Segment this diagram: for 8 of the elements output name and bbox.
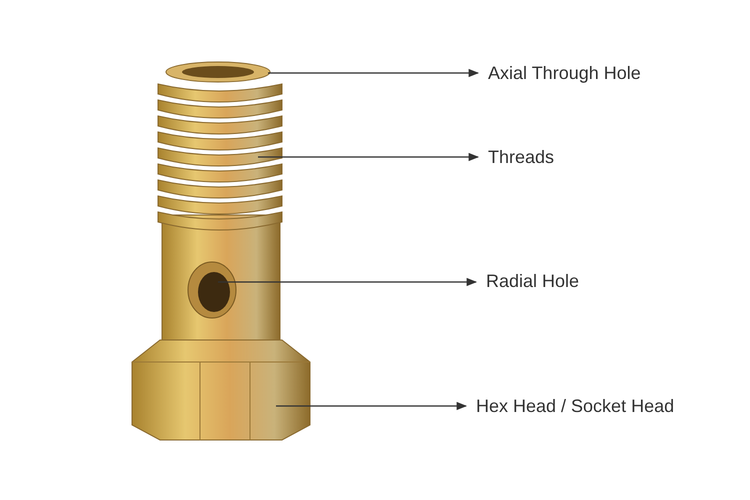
part-label: Radial Hole: [486, 270, 580, 292]
part-label: Axial Through Hole: [488, 62, 641, 84]
leader-line: [258, 152, 480, 162]
part-label: Hex Head / Socket Head: [476, 395, 674, 417]
part-label: Threads: [488, 146, 554, 168]
leader-line: [218, 278, 478, 286]
leader-line: [276, 402, 468, 410]
leader-line: [268, 68, 480, 78]
